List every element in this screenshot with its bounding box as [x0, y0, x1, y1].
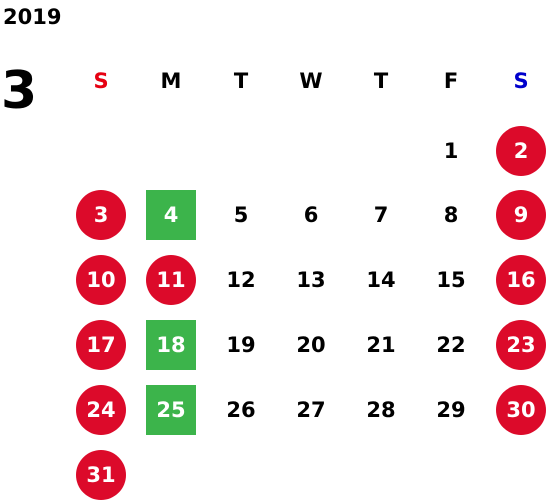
calendar-day-6[interactable]: 6	[303, 203, 319, 227]
calendar-day-25[interactable]: 25	[146, 385, 196, 435]
calendar-day-11[interactable]: 11	[146, 255, 196, 305]
calendar-day-14[interactable]: 14	[366, 268, 396, 292]
calendar-day-10[interactable]: 10	[76, 255, 126, 305]
calendar-day-17[interactable]: 17	[76, 320, 126, 370]
calendar-year: 2019	[3, 5, 62, 29]
weekday-header-wed: W	[299, 69, 323, 93]
calendar-day-3[interactable]: 3	[76, 190, 126, 240]
calendar-day-24[interactable]: 24	[76, 385, 126, 435]
weekday-header-sun: S	[93, 69, 109, 93]
calendar-day-20[interactable]: 20	[296, 333, 326, 357]
calendar-day-13[interactable]: 13	[296, 268, 326, 292]
weekday-header-tue: T	[233, 69, 249, 93]
calendar-day-7[interactable]: 7	[373, 203, 389, 227]
calendar-day-27[interactable]: 27	[296, 398, 326, 422]
calendar-day-2[interactable]: 2	[496, 126, 546, 176]
calendar-day-19[interactable]: 19	[226, 333, 256, 357]
calendar-day-12[interactable]: 12	[226, 268, 256, 292]
calendar-day-5[interactable]: 5	[233, 203, 249, 227]
weekday-header-fri: F	[443, 69, 459, 93]
calendar-day-21[interactable]: 21	[366, 333, 396, 357]
calendar-day-8[interactable]: 8	[443, 203, 459, 227]
calendar-day-30[interactable]: 30	[496, 385, 546, 435]
calendar-day-26[interactable]: 26	[226, 398, 256, 422]
calendar-day-22[interactable]: 22	[436, 333, 466, 357]
calendar-month: 3	[1, 61, 38, 121]
calendar-day-18[interactable]: 18	[146, 320, 196, 370]
weekday-header-sat: S	[513, 69, 529, 93]
weekday-header-thu: T	[373, 69, 389, 93]
calendar-day-31[interactable]: 31	[76, 450, 126, 500]
calendar-day-23[interactable]: 23	[496, 320, 546, 370]
calendar-day-1[interactable]: 1	[443, 139, 459, 163]
calendar-day-29[interactable]: 29	[436, 398, 466, 422]
calendar-day-9[interactable]: 9	[496, 190, 546, 240]
calendar-day-28[interactable]: 28	[366, 398, 396, 422]
calendar-day-15[interactable]: 15	[436, 268, 466, 292]
calendar-day-4[interactable]: 4	[146, 190, 196, 240]
weekday-header-mon: M	[160, 69, 182, 93]
calendar-day-16[interactable]: 16	[496, 255, 546, 305]
